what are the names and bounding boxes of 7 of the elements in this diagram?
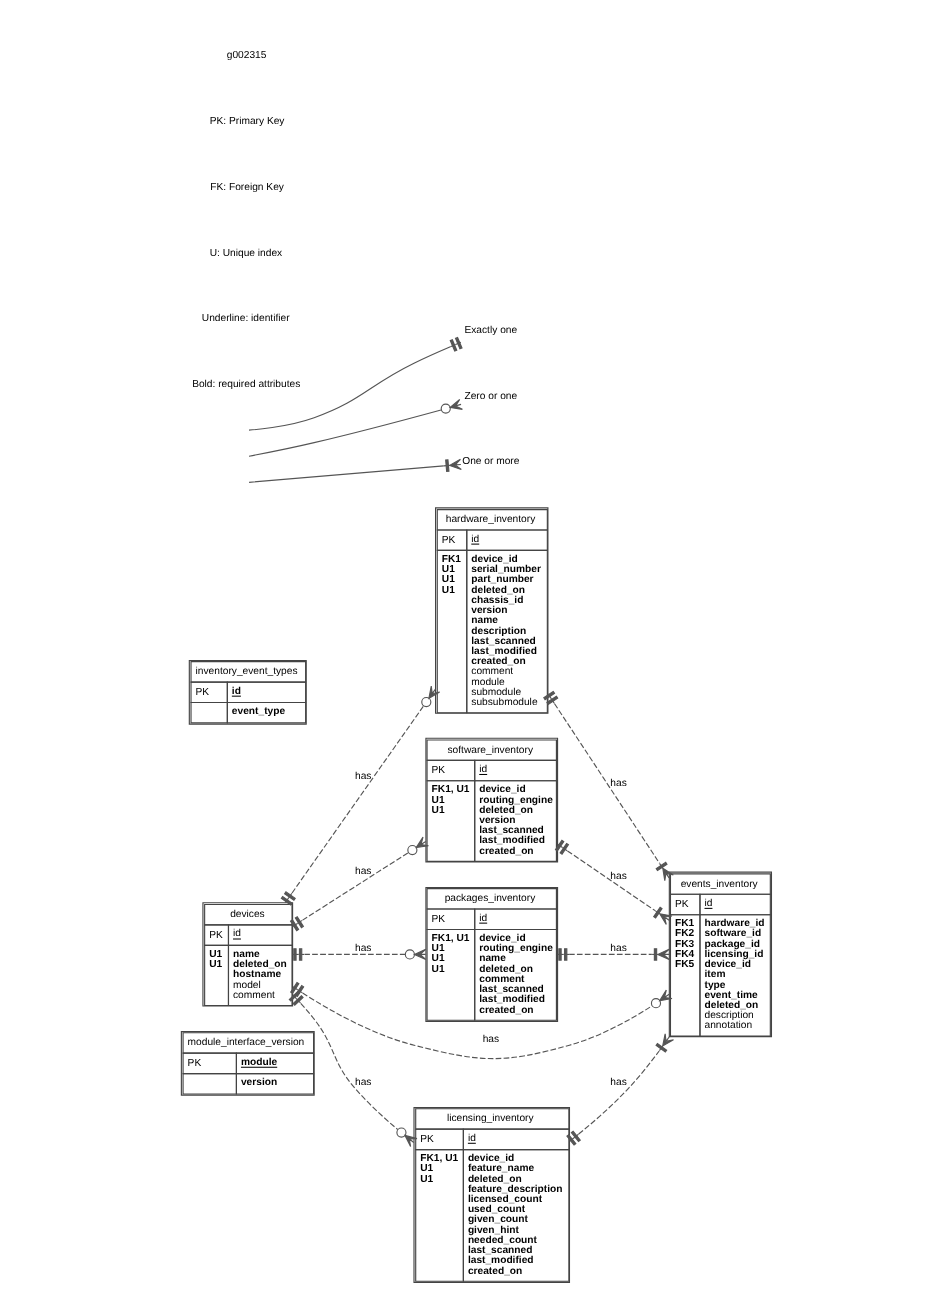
connector — [565, 1033, 674, 1146]
connector — [553, 839, 672, 926]
connector — [288, 981, 672, 1060]
connector — [288, 836, 429, 932]
connector — [287, 990, 417, 1148]
connector — [542, 690, 673, 882]
connector — [279, 685, 440, 906]
